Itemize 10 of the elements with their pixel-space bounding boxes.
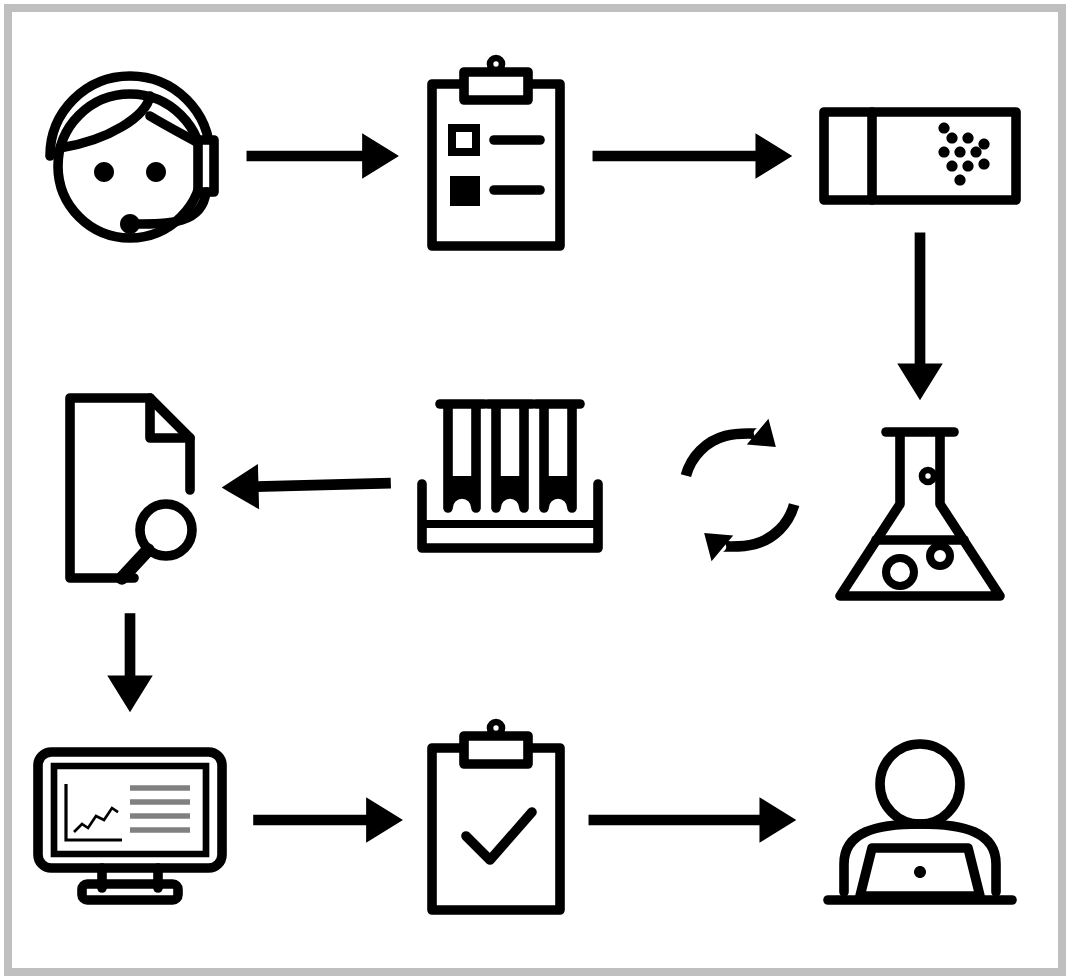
- flask-icon: [835, 427, 1005, 601]
- person-laptop-icon: [823, 739, 1017, 905]
- headset-person-icon: [45, 71, 219, 243]
- test-tubes-icon: [417, 399, 603, 553]
- checklist-clipboard-icon: [427, 54, 565, 251]
- checked-clipboard-icon: [427, 718, 565, 915]
- document-search-icon: [65, 393, 197, 585]
- monitor-chart-icon: [33, 747, 227, 905]
- refresh-icon: [680, 418, 800, 562]
- cartridge-icon: [819, 107, 1021, 205]
